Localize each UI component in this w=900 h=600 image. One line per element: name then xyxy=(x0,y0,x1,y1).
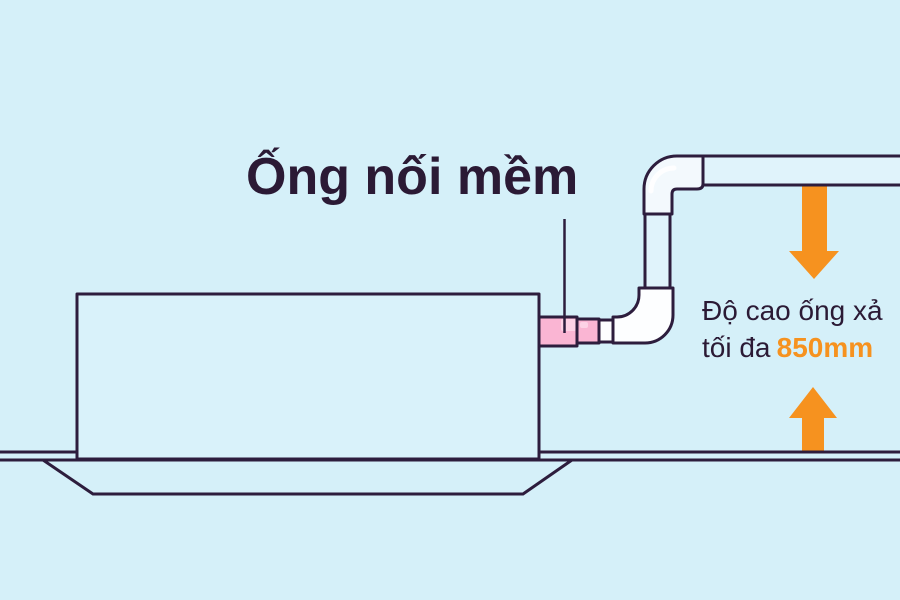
pipe-elbow-lower xyxy=(611,286,675,345)
annotation-line2-prefix: tối đa xyxy=(702,332,771,363)
arrow-up-icon xyxy=(789,387,837,452)
diagram-title: Ống nối mềm xyxy=(246,148,579,206)
pipe-coupling xyxy=(597,318,615,344)
pipe-elbow-upper xyxy=(642,154,705,216)
elbow-shine-highlight xyxy=(648,165,677,194)
ac-unit-box xyxy=(75,292,541,461)
collar-highlight xyxy=(580,322,588,328)
outline-group xyxy=(0,154,900,496)
drain-pipe-vertical xyxy=(643,212,672,290)
annotation-line1: Độ cao ống xả xyxy=(702,295,883,326)
max-height-value: 850mm xyxy=(776,332,874,363)
flexible-connector-collar xyxy=(575,317,601,345)
ceiling-panel xyxy=(41,458,574,496)
arrow-down-icon xyxy=(789,183,839,279)
drain-pipe-horizontal xyxy=(701,154,900,187)
